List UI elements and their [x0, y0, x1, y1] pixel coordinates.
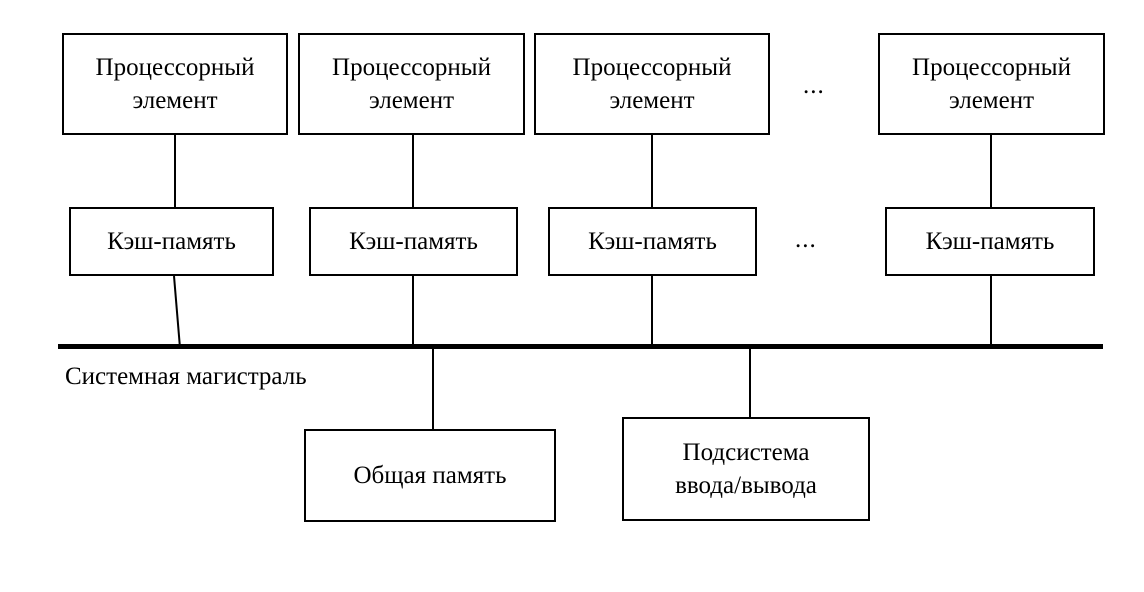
cache-box-3[interactable]: Кэш-память	[548, 207, 757, 276]
cache-label-3: Кэш-память	[588, 228, 717, 255]
io-subsystem-label: Подсистема ввода/вывода	[675, 439, 817, 499]
connector-pe1-cache1	[174, 135, 176, 207]
processor-element-label-3: Процессорный элемент	[572, 54, 732, 114]
processor-element-box-3[interactable]: Процессорный элемент	[534, 33, 770, 135]
processor-element-box-2[interactable]: Процессорный элемент	[298, 33, 525, 135]
cache-label-4: Кэш-память	[925, 228, 1055, 255]
cache-box-4[interactable]: Кэш-память	[885, 207, 1095, 276]
cache-box-1[interactable]: Кэш-память	[69, 207, 274, 276]
io-subsystem-box[interactable]: Подсистема ввода/вывода	[622, 417, 870, 521]
cache-label-1: Кэш-память	[107, 228, 236, 255]
processor-row-ellipsis: ...	[803, 72, 825, 99]
system-bus-line	[58, 344, 1103, 349]
connector-cache4-bus	[990, 276, 992, 348]
processor-element-box-1[interactable]: Процессорный элемент	[62, 33, 288, 135]
cache-row-ellipsis: ...	[795, 226, 817, 253]
shared-memory-label: Общая память	[353, 462, 507, 489]
connector-bus-io-subsystem	[749, 347, 751, 417]
processor-element-label-1: Процессорный элемент	[95, 54, 255, 114]
connector-pe4-cache4	[990, 135, 992, 207]
connector-pe2-cache2	[412, 135, 414, 207]
connector-bus-shared-memory	[432, 347, 434, 429]
cache-label-2: Кэш-память	[349, 228, 478, 255]
connector-pe3-cache3	[651, 135, 653, 207]
connector-cache1-bus	[173, 275, 181, 349]
connector-cache2-bus	[412, 276, 414, 348]
processor-element-label-4: Процессорный элемент	[912, 54, 1071, 114]
processor-element-label-2: Процессорный элемент	[332, 54, 491, 114]
cache-box-2[interactable]: Кэш-память	[309, 207, 518, 276]
processor-element-box-4[interactable]: Процессорный элемент	[878, 33, 1105, 135]
connector-cache3-bus	[651, 276, 653, 348]
shared-memory-box[interactable]: Общая память	[304, 429, 556, 522]
system-bus-label: Системная магистраль	[65, 363, 307, 390]
